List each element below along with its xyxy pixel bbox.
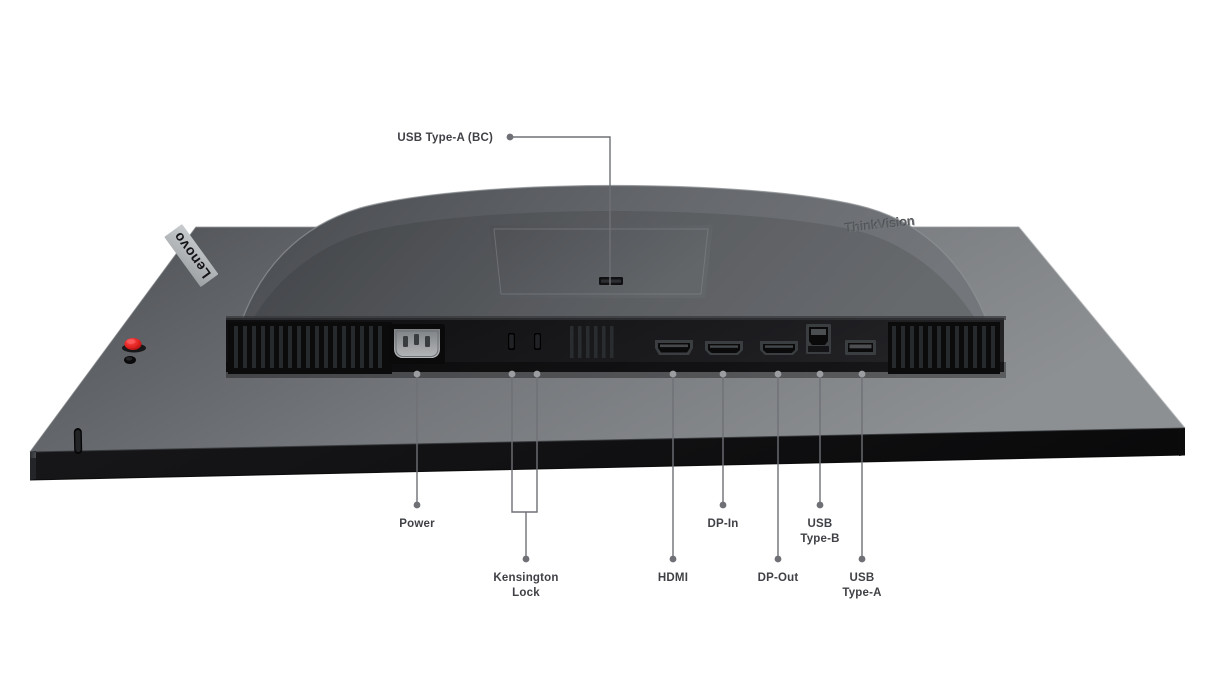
dot-usb-type-b-label bbox=[816, 501, 824, 509]
dp-out-port[interactable] bbox=[760, 341, 798, 355]
usb-type-a-port[interactable] bbox=[845, 340, 876, 355]
dot-usb-type-a-bc-label bbox=[506, 133, 514, 141]
dot-kensington-label bbox=[522, 555, 530, 563]
shell-hump-highlight bbox=[237, 184, 993, 337]
callout-label-usb-type-b: USB Type-B bbox=[800, 518, 840, 545]
control-joystick[interactable] bbox=[122, 338, 146, 353]
vent-grille-middle bbox=[570, 326, 614, 358]
callout-dots bbox=[413, 133, 866, 563]
panel-right-rim bbox=[1018, 226, 1186, 429]
callout-label-kensington-lock: Kensington Lock bbox=[493, 572, 559, 599]
dp-in-port[interactable] bbox=[705, 341, 743, 355]
kensington-lock-slot-1[interactable] bbox=[508, 333, 515, 350]
callout-leader-lines bbox=[416, 136, 863, 559]
callout-label-hdmi: HDMI bbox=[657, 572, 689, 584]
power-inlet-port[interactable] bbox=[389, 324, 445, 364]
leader-kensington bbox=[511, 374, 538, 513]
usb-type-a-bc-port[interactable] bbox=[599, 277, 623, 285]
dot-dp-out-label bbox=[774, 555, 782, 563]
vent-grille-right bbox=[888, 322, 1000, 374]
dot-kensington-anchor-2 bbox=[533, 370, 541, 378]
leader-usb-type-a-bc bbox=[510, 136, 611, 286]
dot-usb-type-b-anchor bbox=[816, 370, 824, 378]
callout-label-usb-type-a: USB Type-A bbox=[842, 572, 882, 599]
dot-dp-out-anchor bbox=[774, 370, 782, 378]
port-bay-lip bbox=[226, 316, 1006, 320]
bezel-left-cap bbox=[30, 451, 36, 480]
dot-power-anchor bbox=[413, 370, 421, 378]
front-bezel-slot bbox=[73, 428, 83, 454]
svg-text:ThinkVision: ThinkVision bbox=[845, 213, 917, 235]
kensington-lock-slot-2[interactable] bbox=[534, 333, 541, 350]
vent-grille-left bbox=[228, 322, 392, 374]
power-button[interactable] bbox=[124, 356, 136, 364]
thinkvision-logo-text: ThinkVision bbox=[844, 213, 916, 235]
vesa-mount-plate bbox=[489, 225, 713, 298]
thinkvision-logo: ThinkVision ThinkVision bbox=[844, 213, 916, 236]
callout-label-dp-in: DP-In bbox=[707, 518, 739, 530]
dot-hdmi-anchor bbox=[669, 370, 677, 378]
hdmi-port[interactable] bbox=[655, 340, 693, 355]
panel-left-edge bbox=[30, 452, 36, 458]
dot-kensington-anchor-1 bbox=[508, 370, 516, 378]
dot-hdmi-label bbox=[669, 555, 677, 563]
dot-power-label bbox=[413, 501, 421, 509]
bezel-right-cap bbox=[1179, 428, 1185, 456]
monitor-chassis: Lenovo ThinkVision ThinkVision bbox=[29, 184, 1186, 481]
dot-usb-type-a-label bbox=[858, 555, 866, 563]
dot-dp-in-anchor bbox=[719, 370, 727, 378]
dot-usb-type-a-anchor bbox=[858, 370, 866, 378]
callout-label-dp-out: DP-Out bbox=[757, 572, 799, 584]
front-bezel-edge bbox=[29, 427, 1186, 481]
dot-dp-in-label bbox=[719, 501, 727, 509]
callout-label-power: Power bbox=[399, 518, 435, 530]
callout-label-usb-type-a-bc: USB Type-A (BC) bbox=[397, 132, 493, 144]
panel-left-rim bbox=[29, 226, 197, 453]
port-bay-shadow bbox=[226, 362, 1006, 378]
usb-type-b-port[interactable] bbox=[806, 324, 831, 354]
